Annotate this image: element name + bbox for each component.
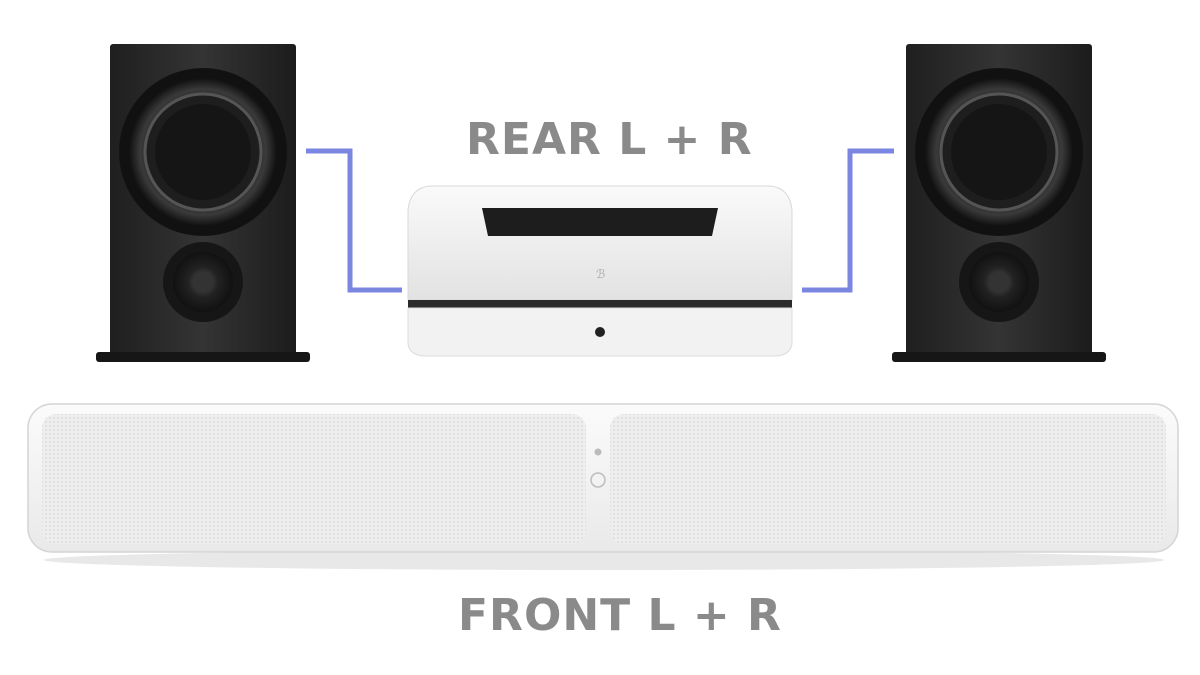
rear-label: REAR L + R [466,114,753,165]
right-speaker [892,44,1106,362]
streaming-hub: ℬ [407,185,793,357]
soundbar [27,403,1179,570]
svg-text:ℬ: ℬ [596,267,605,281]
front-label: FRONT L + R [458,590,782,641]
left-speaker [96,44,310,362]
cable-left [306,148,402,293]
cable-right [802,148,894,293]
